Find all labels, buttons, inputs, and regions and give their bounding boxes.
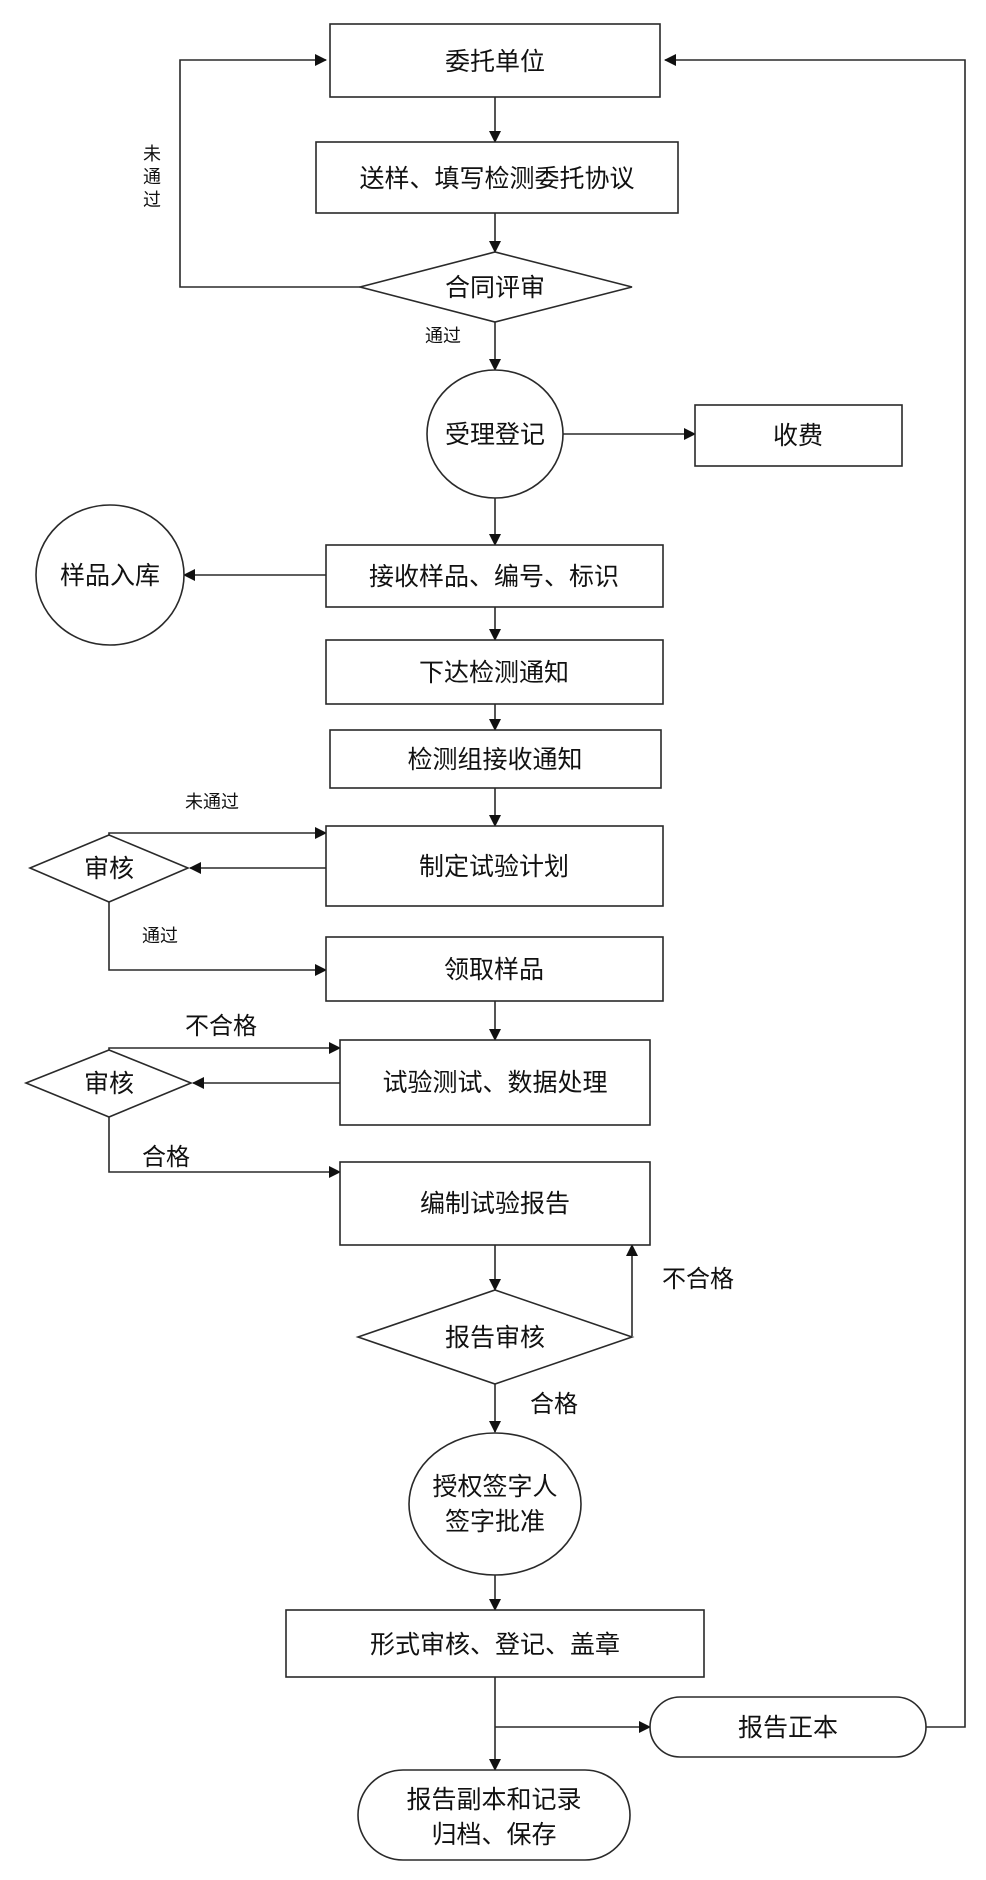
node-report: 编制试验报告 (339, 1161, 651, 1246)
node-archive: 报告副本和记录 归档、保存 (357, 1769, 631, 1861)
node-report-review: 报告审核 (355, 1289, 635, 1385)
arrow-review1-pass (108, 902, 327, 976)
node-fee: 收费 (694, 404, 903, 467)
node-issue-notice: 下达检测通知 (325, 639, 664, 705)
label-pass2: 通过 (142, 926, 178, 947)
label-fail-vertical-1: 未 (143, 144, 161, 165)
node-approve-label-1: 授权签字人 (432, 1472, 557, 1501)
node-group-notice: 检测组接收通知 (329, 729, 662, 789)
node-get-sample: 领取样品 (325, 936, 664, 1002)
node-approve-label-2: 签字批准 (445, 1507, 545, 1536)
node-plan-label: 制定试验计划 (419, 852, 569, 881)
label-fail2: 未通过 (185, 792, 239, 813)
node-review2-label: 审核 (84, 1069, 134, 1098)
node-review1-label: 审核 (84, 854, 134, 883)
node-group-notice-label: 检测组接收通知 (407, 745, 582, 774)
node-submit-label: 送样、填写检测委托协议 (359, 164, 634, 193)
node-fee-label: 收费 (773, 421, 823, 450)
label-qualified2: 合格 (530, 1390, 578, 1418)
node-storage: 样品入库 (35, 504, 185, 646)
node-receive-sample-label: 接收样品、编号、标识 (369, 562, 619, 591)
node-report-review-label: 报告审核 (445, 1323, 545, 1352)
label-fail-vertical-2: 通 (143, 167, 161, 188)
node-get-sample-label: 领取样品 (444, 955, 544, 984)
node-plan: 制定试验计划 (325, 825, 664, 907)
node-submit: 送样、填写检测委托协议 (315, 141, 679, 214)
node-review2: 审核 (23, 1049, 194, 1118)
node-register-label: 受理登记 (445, 420, 545, 449)
label-pass1: 通过 (425, 326, 461, 347)
node-register: 受理登记 (426, 369, 564, 499)
edge-labels: 未 通 过 通过 未通过 通过 不合格 合格 不合格 合格 (142, 144, 734, 1418)
arrow-review2-fail (108, 1042, 341, 1054)
node-review1: 审核 (27, 834, 191, 903)
node-test: 试验测试、数据处理 (339, 1039, 651, 1126)
label-fail-vertical-3: 过 (143, 190, 161, 211)
node-report-label: 编制试验报告 (420, 1189, 570, 1218)
node-storage-label: 样品入库 (60, 561, 160, 590)
arrow-original-to-client (664, 54, 966, 1728)
node-contract-review-label: 合同评审 (445, 273, 545, 302)
arrow-contract-fail (179, 54, 360, 288)
node-formal-review-label: 形式审核、登记、盖章 (370, 1630, 620, 1659)
node-approve: 授权签字人 签字批准 (408, 1432, 582, 1576)
arrow-review1-fail (108, 827, 327, 839)
node-original: 报告正本 (649, 1696, 927, 1758)
node-original-label: 报告正本 (738, 1713, 838, 1742)
node-contract-review: 合同评审 (356, 251, 633, 323)
node-archive-label-2: 归档、保存 (431, 1820, 556, 1849)
node-receive-sample: 接收样品、编号、标识 (325, 544, 664, 608)
label-qualified1: 合格 (142, 1143, 190, 1171)
node-test-label: 试验测试、数据处理 (382, 1068, 607, 1097)
label-unqualified2: 不合格 (662, 1265, 734, 1293)
label-unqualified1: 不合格 (185, 1012, 257, 1040)
arrow-review2-pass (108, 1117, 341, 1178)
node-client-label: 委托单位 (445, 47, 545, 76)
node-client: 委托单位 (329, 23, 661, 98)
node-issue-notice-label: 下达检测通知 (419, 658, 569, 687)
node-archive-label-1: 报告副本和记录 (406, 1785, 581, 1814)
node-formal-review: 形式审核、登记、盖章 (285, 1609, 705, 1678)
